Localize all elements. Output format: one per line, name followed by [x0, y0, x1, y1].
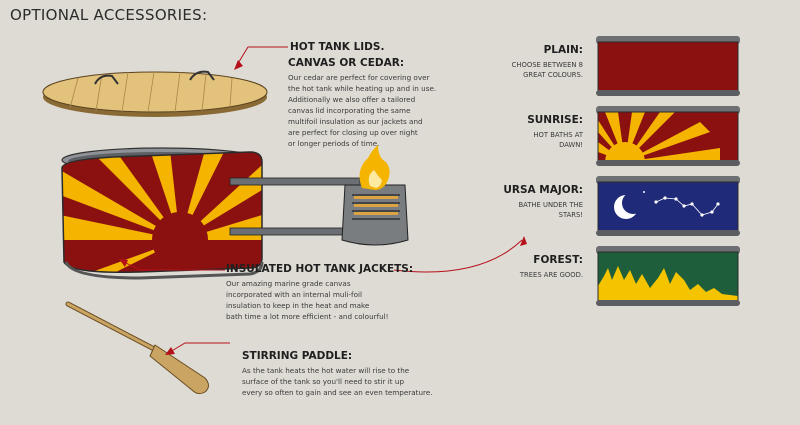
stirring-paddle-image: [65, 301, 209, 395]
design-ursa-major-name: URSA MAJOR:: [503, 184, 583, 196]
page-title: OPTIONAL ACCESSORIES:: [10, 6, 208, 24]
design-forest-description: TREES ARE GOOD.: [519, 271, 583, 279]
paddle-description: As the tank heats the hot water will ris…: [242, 366, 433, 397]
design-panel-sunrise: [596, 106, 740, 166]
connector-lines: [123, 46, 523, 353]
design-sunrise-name: SUNRISE:: [527, 114, 583, 126]
lids-description: Our cedar are perfect for covering over …: [288, 73, 437, 148]
hot-tank-image: [61, 145, 409, 280]
design-plain-description: CHOOSE BETWEEN 8 GREAT COLOURS.: [511, 61, 583, 79]
lids-heading-2: CANVAS OR CEDAR:: [288, 57, 405, 69]
design-panel-forest: [596, 246, 740, 306]
lids-heading-1: HOT TANK LIDS.: [290, 41, 385, 53]
jackets-heading: INSULATED HOT TANK JACKETS:: [226, 263, 414, 275]
design-forest-name: FOREST:: [533, 254, 583, 266]
design-panel-ursa-major: [596, 176, 740, 236]
paddle-heading: STIRRING PADDLE:: [242, 350, 353, 362]
jackets-description: Our amazing marine grade canvas incorpor…: [226, 279, 389, 321]
design-ursa-major-description: BATHE UNDER THE STARS!: [518, 201, 583, 219]
cedar-lid-image: [42, 70, 268, 117]
design-panel-plain: [596, 36, 740, 96]
design-plain-name: PLAIN:: [543, 44, 583, 56]
design-sunrise-description: HOT BATHS AT DAWN!: [533, 131, 583, 149]
